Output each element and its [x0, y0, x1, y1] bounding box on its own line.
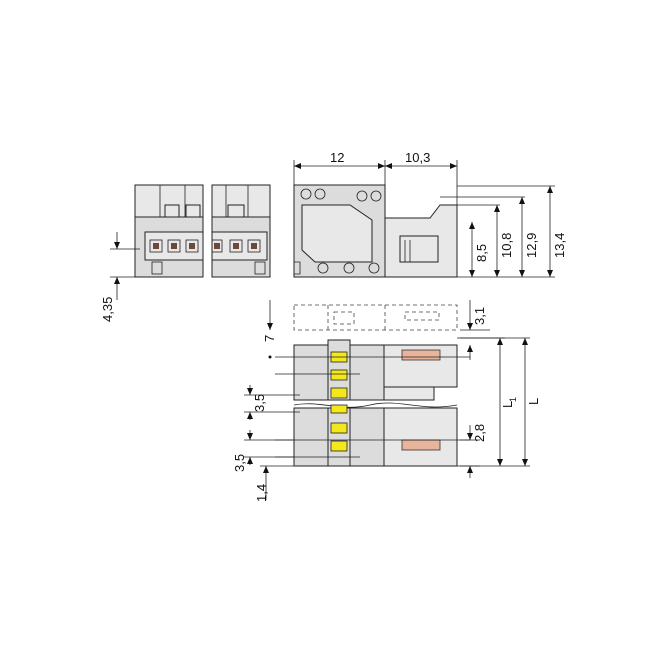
dimension-10-3: 10,3 — [385, 150, 458, 205]
dimension-13-4: 13,4 — [547, 186, 567, 277]
dimension-12-9: 12,9 — [519, 197, 539, 277]
height-extension-lines — [440, 185, 555, 278]
dimension-10-8: 10,8 — [494, 205, 514, 277]
release-lever-6 — [330, 440, 348, 452]
dimension-7: 7 — [262, 300, 277, 342]
top-view-lower-section — [293, 404, 458, 467]
front-view-right — [211, 184, 271, 278]
dimension-L: L — [460, 337, 541, 466]
dimension-2-8: 2,8 — [460, 424, 487, 478]
centerlines — [268, 355, 470, 458]
release-lever-5 — [330, 422, 348, 434]
release-lever-2 — [330, 369, 348, 381]
release-lever-3 — [330, 387, 348, 399]
front-contact-row-left — [149, 239, 199, 253]
contact-lower — [401, 439, 441, 451]
label-8-5: 8,5 — [474, 244, 489, 262]
label-2-8: 2,8 — [472, 424, 487, 442]
label-7: 7 — [262, 335, 277, 342]
label-3-5-lower: 3,5 — [232, 454, 247, 472]
dimension-3-5-lower: 3,5 — [232, 430, 294, 472]
break-line — [293, 402, 458, 408]
top-view-upper-section — [293, 339, 458, 401]
dimension-8-5: 8,5 — [469, 222, 489, 277]
label-12-9: 12,9 — [524, 233, 539, 258]
dimension-4-35: 4,35 — [100, 232, 140, 322]
label-1-4: 1,4 — [254, 484, 269, 502]
label-3-1: 3,1 — [472, 307, 487, 325]
label-3-5-upper: 3,5 — [252, 394, 267, 412]
label-L1-subscript: 1 — [508, 397, 518, 402]
front-view-left — [134, 184, 204, 278]
label-10-3: 10,3 — [405, 150, 430, 165]
label-L1: L — [500, 401, 515, 408]
label-4-35: 4,35 — [100, 297, 115, 322]
side-view — [293, 184, 458, 278]
label-10-8: 10,8 — [499, 233, 514, 258]
label-12: 12 — [330, 150, 344, 165]
label-13-4: 13,4 — [552, 233, 567, 258]
dimension-1-4: 1,4 — [254, 465, 294, 502]
release-lever-4 — [330, 404, 348, 414]
dimension-12: 12 — [293, 150, 386, 185]
dimension-3-1: 3,1 — [460, 300, 490, 360]
top-view-dashed-outline — [293, 304, 458, 331]
dimension-3-5-upper: 3,5 — [244, 385, 300, 420]
label-L: L — [526, 398, 541, 405]
contact-upper — [401, 349, 441, 361]
front-contact-row-right — [211, 239, 261, 253]
